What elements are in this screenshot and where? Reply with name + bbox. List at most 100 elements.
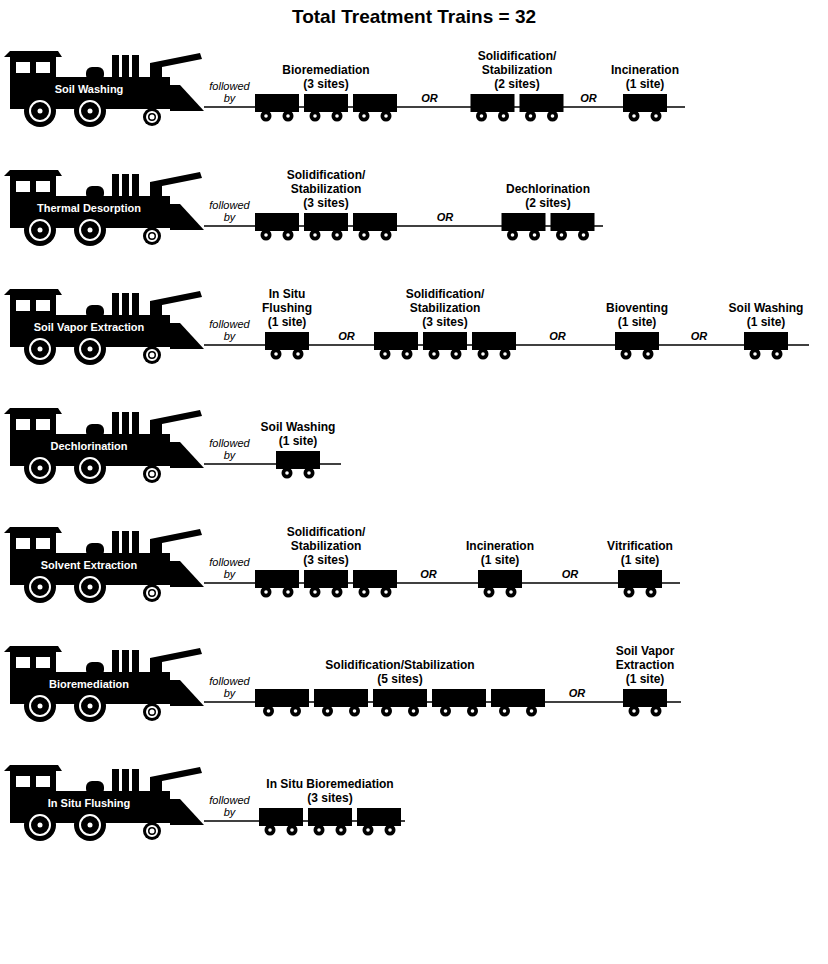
car-label: (3 sites) <box>255 791 405 805</box>
freight-cars <box>255 570 397 598</box>
wheel-hub <box>150 353 155 358</box>
car-wheel <box>525 111 536 122</box>
cab-roof <box>4 765 62 771</box>
car-body <box>255 94 299 112</box>
car-label: Soil Washing <box>723 301 809 315</box>
edge-label: followed by <box>208 437 252 461</box>
locomotive-label: Bioremediation <box>14 675 164 694</box>
car-wheel <box>265 825 276 836</box>
car-label: Incineration <box>460 539 540 553</box>
wheel <box>24 333 56 365</box>
car-wheel <box>643 349 654 360</box>
freight-cars <box>600 570 680 598</box>
cowcatcher <box>170 799 204 825</box>
freight-cars <box>255 94 397 122</box>
car-body <box>520 94 564 112</box>
car-hub <box>362 233 366 237</box>
car-label: In Situ Flushing <box>255 287 319 315</box>
car-hub <box>286 233 290 237</box>
freight-cars <box>460 570 540 598</box>
locomotive-label: Dechlorination <box>14 437 164 456</box>
wheel <box>74 452 106 484</box>
car-label: Solidification/ Stabilization <box>374 287 516 315</box>
car-body <box>423 332 467 350</box>
cab-roof <box>4 408 62 414</box>
wheel-rim <box>147 826 157 836</box>
car-wheel <box>651 706 662 717</box>
cab-window <box>16 419 30 430</box>
car-wheel <box>381 111 392 122</box>
car-hub <box>353 709 357 713</box>
car-group: Solidification/ Stabilization(3 sites) <box>255 525 397 598</box>
car-hub <box>264 114 268 118</box>
wheel-rim <box>30 101 50 121</box>
cab-roof <box>4 51 62 57</box>
car-hub <box>335 233 339 237</box>
cab-window <box>36 181 50 192</box>
car-body <box>259 808 303 826</box>
edge-label: followed by <box>208 675 252 699</box>
car-body <box>374 332 418 350</box>
cab-roof <box>4 289 62 295</box>
car-wheel <box>261 587 272 598</box>
car-wheel <box>624 587 635 598</box>
track-connector <box>204 344 255 346</box>
car-label: (1 site) <box>723 315 809 329</box>
car-wheel <box>526 706 537 717</box>
wheel-rim <box>30 458 50 478</box>
locomotive-label: Soil Vapor Extraction <box>14 318 164 337</box>
car-wheel <box>287 825 298 836</box>
locomotive: Soil Washing <box>4 47 204 127</box>
car-group: Incineration(1 site) <box>460 539 540 598</box>
car-hub <box>286 114 290 118</box>
car-group: Soil Washing(1 site) <box>255 420 341 479</box>
car-body <box>353 213 397 231</box>
car-label: Solidification/ Stabilization <box>462 49 572 77</box>
car-hub <box>454 352 458 356</box>
car-hub <box>313 114 317 118</box>
car-label: (1 site) <box>600 553 680 567</box>
car-hub <box>502 114 506 118</box>
car-hub <box>530 709 534 713</box>
car-group: Bioremediation(3 sites) <box>255 63 397 122</box>
car-hub <box>383 352 387 356</box>
car-hub <box>335 114 339 118</box>
car-group: Solidification/ Stabilization(3 sites) <box>255 168 397 241</box>
car-body <box>744 332 788 350</box>
car-wheel <box>498 111 509 122</box>
car-wheel <box>467 706 478 717</box>
car-hub <box>286 590 290 594</box>
cab-window <box>36 419 50 430</box>
car-body <box>255 689 309 707</box>
car-wheel <box>451 349 462 360</box>
car-hub <box>481 352 485 356</box>
car-hub <box>551 114 555 118</box>
freight-cars <box>599 332 675 360</box>
cowcatcher <box>170 323 204 349</box>
track-connector <box>397 582 460 584</box>
car-wheel <box>310 587 321 598</box>
track-connector <box>204 106 255 108</box>
edge-label: followed by <box>208 199 252 223</box>
car-wheel <box>310 111 321 122</box>
freight-cars <box>609 689 681 717</box>
wheel <box>24 571 56 603</box>
track-connector <box>397 106 462 108</box>
car-hub <box>582 233 586 237</box>
car-hub <box>362 590 366 594</box>
locomotive: Solvent Extraction <box>4 523 204 603</box>
cab-roof <box>4 170 62 176</box>
car-group: Solidification/ Stabilization(2 sites) <box>462 49 572 122</box>
car-hub <box>412 709 416 713</box>
locomotive: Thermal Desorption <box>4 166 204 246</box>
wheel-rim <box>80 577 100 597</box>
car-group: Bioventing(1 site) <box>599 301 675 360</box>
car-wheel <box>578 230 589 241</box>
car-group: Dechlorination(2 sites) <box>493 182 603 241</box>
car-hub <box>326 709 330 713</box>
title: Total Treatment Trains = 32 <box>0 6 828 28</box>
car-wheel <box>304 468 315 479</box>
edge-label: followed by <box>208 556 252 580</box>
wheel <box>74 571 106 603</box>
car-group: Vitrification(1 site) <box>600 539 680 598</box>
